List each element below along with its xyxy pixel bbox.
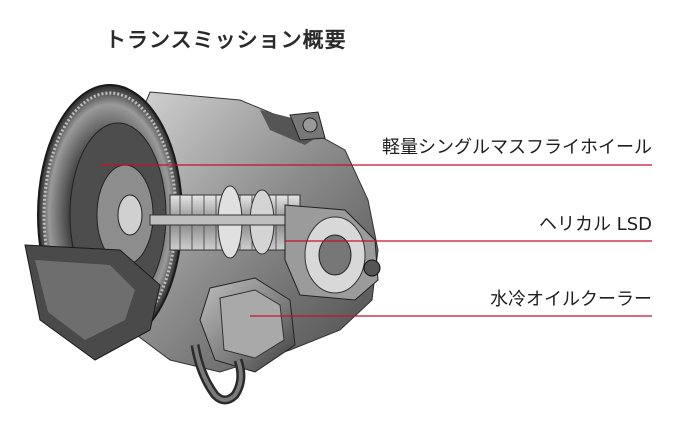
- callout-flywheel-label: 軽量シングルマスフライホイール: [382, 137, 652, 158]
- bell-housing-lower: [24, 244, 161, 361]
- flywheel: [37, 84, 183, 346]
- gear-train: [149, 185, 331, 259]
- callout-lsd-label: ヘリカル LSD: [538, 214, 652, 235]
- leader-lines: [100, 164, 652, 317]
- oil-cooler: [190, 277, 296, 405]
- helical-lsd-unit: [284, 204, 381, 301]
- callout-oil-cooler-label: 水冷オイルクーラー: [490, 289, 652, 310]
- page-title: トランスミッション概要: [105, 28, 347, 52]
